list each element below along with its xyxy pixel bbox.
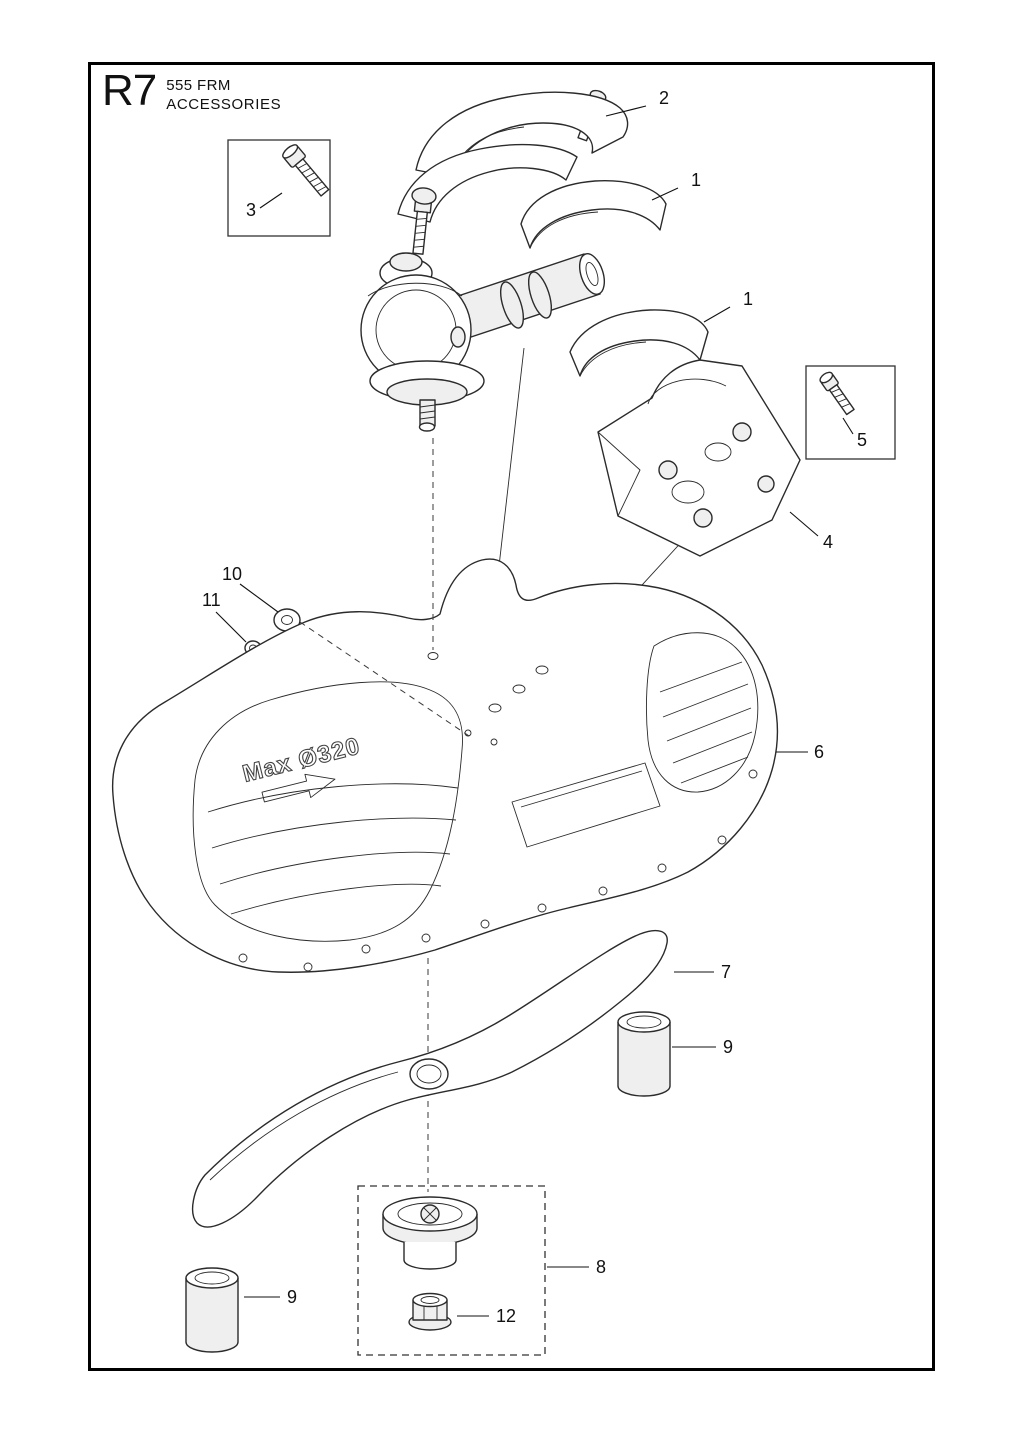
part-callout-1: 1 [691,170,701,190]
clamp-shell-upper-part-1 [520,180,667,249]
hidden-line [299,621,473,739]
part-callout-3: 3 [246,200,256,220]
part-callout-7: 7 [721,962,731,982]
callout-leader-4 [789,511,819,537]
title-block: R7 555 FRM ACCESSORIES [102,66,281,115]
callout-leader-1 [651,187,679,201]
callout-leader-2 [605,105,647,117]
part-callout-1: 1 [743,289,753,309]
spacer-bushing-part-9-upper [617,1011,671,1097]
direction-arrow-icon [261,773,336,803]
section-name: ACCESSORIES [166,96,282,113]
callout-leader-11 [215,611,247,643]
page-code: R7 [102,66,157,115]
callout-leader-1 [703,306,731,323]
title-sub: 555 FRM ACCESSORIES [166,77,281,113]
page-border [88,62,935,1371]
part-callout-6: 6 [814,742,824,762]
part-callout-5: 5 [857,430,867,450]
bolt-part-3 [282,144,330,197]
screw-part-5 [819,371,855,416]
part-callout-8: 8 [596,1257,606,1277]
gearhead-assembly [360,252,606,432]
spacer-bushing-part-9-lower [185,1267,239,1353]
part-5-detail-box [805,365,896,460]
tube-clamp-part-2 [397,89,629,255]
model-name: 555 FRM [166,77,231,94]
part-8-group-box [357,1185,546,1356]
part-callout-10: 10 [222,564,242,584]
support-cup-part-8 [382,1196,478,1270]
grass-blade-part-7 [191,929,668,1228]
support-bracket-part-4 [597,359,801,557]
part-callout-9: 9 [287,1287,297,1307]
clamp-shell-lower-part-1 [569,309,709,377]
part-callout-11: 11 [202,590,221,610]
collar-nut-part-12 [408,1292,452,1331]
part-callout-4: 4 [823,532,833,552]
part-3-detail-box [227,139,331,237]
callout-leader-3 [259,192,283,209]
guard-rivets [238,769,758,972]
part-callout-9: 9 [723,1037,733,1057]
callout-leader-5 [842,417,854,435]
clamp-bolt-left-icon [411,187,437,255]
part-callout-2: 2 [659,88,669,108]
blade-guard-part-6: Max Ø320 [111,558,779,973]
part-callout-12: 12 [496,1306,516,1326]
callout-leader-10 [239,583,279,613]
